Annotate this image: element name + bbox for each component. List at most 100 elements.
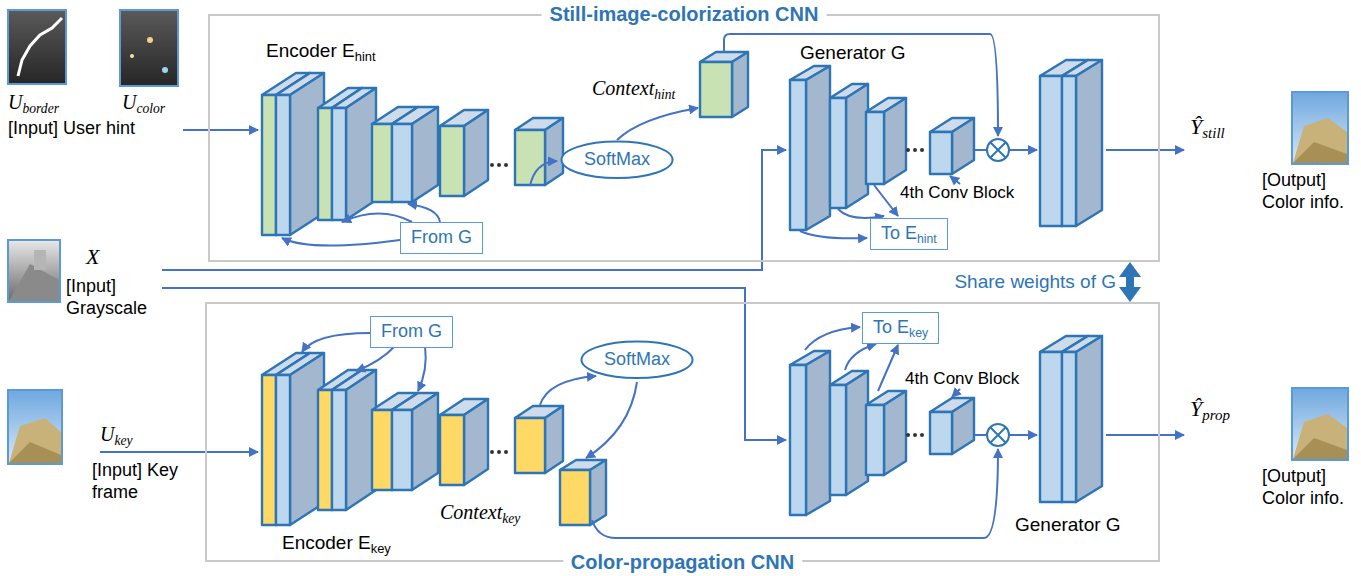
rect-shape <box>560 470 590 525</box>
layer-block <box>1062 336 1102 502</box>
polygon-shape <box>1076 60 1102 226</box>
polygon-shape <box>1076 336 1102 502</box>
rect-shape <box>1292 388 1348 460</box>
feedback-box: To Ehint <box>870 218 948 250</box>
math-symbol: Ucolor <box>122 90 165 114</box>
path-shape <box>592 449 998 538</box>
rect-shape <box>930 132 952 174</box>
circle-shape <box>162 67 168 73</box>
g-shape <box>490 148 924 454</box>
math-symbol: Contexthint <box>592 76 675 100</box>
rect-shape <box>440 415 464 485</box>
panel-title: Still-image-colorization CNN <box>542 2 827 26</box>
layer-block <box>700 52 748 117</box>
g-shape <box>100 34 1184 538</box>
subscript: hint <box>654 87 675 102</box>
path-shape <box>183 129 258 131</box>
path-shape <box>952 389 960 397</box>
circle-shape <box>504 450 508 454</box>
rect-shape <box>276 375 290 525</box>
ellipse-shape <box>582 342 693 379</box>
polygon-shape <box>1293 414 1347 459</box>
layer-block <box>440 110 488 196</box>
rect-shape <box>8 240 60 302</box>
path-shape <box>302 333 370 352</box>
polygon-shape <box>545 118 563 185</box>
circle-shape <box>913 433 917 437</box>
layer-block <box>790 351 830 515</box>
math-symbol: Contextkey <box>440 500 520 524</box>
circle-shape <box>913 148 917 152</box>
path-shape <box>990 427 1006 443</box>
annotation-text: Encoder Ekey <box>282 532 391 555</box>
rect-shape <box>392 410 412 490</box>
path-shape <box>1010 149 1037 151</box>
path-shape <box>100 451 258 453</box>
path-shape <box>724 34 998 136</box>
layer-block <box>930 398 974 454</box>
polygon-shape <box>846 84 868 208</box>
circle-shape <box>490 450 494 454</box>
rect-shape <box>1040 76 1062 226</box>
rect-shape <box>866 112 884 184</box>
annotation-text: 4th Conv Block <box>905 369 1019 389</box>
rect-shape <box>440 126 464 196</box>
math-symbol: X <box>86 244 99 270</box>
polygon-shape <box>1293 142 1347 163</box>
circle-shape <box>497 163 501 167</box>
rect-shape <box>790 80 806 230</box>
feedback-box: To Ekey <box>862 312 939 344</box>
polygon-shape <box>412 107 438 202</box>
path-shape <box>878 345 898 391</box>
path-shape <box>874 185 898 216</box>
annotation-text: Encoder Ehint <box>266 40 376 63</box>
rect-shape <box>120 10 178 86</box>
softmax-ellipse: SoftMax <box>560 140 674 180</box>
path-shape <box>950 176 960 184</box>
subscript: key <box>909 326 928 340</box>
softmax-ellipse: SoftMax <box>580 340 694 380</box>
rect-shape <box>318 108 332 220</box>
circle-shape <box>920 433 924 437</box>
circle-shape <box>920 148 924 152</box>
annotation-text: [Input] User hint <box>8 118 135 140</box>
path-shape <box>282 238 400 246</box>
polygon-shape <box>1293 438 1347 459</box>
weight-sharing-arrow <box>1119 262 1141 302</box>
annotation-text: [Output] Color info. <box>1262 170 1358 213</box>
arrow-head <box>1119 262 1141 277</box>
subscript: key <box>371 541 391 556</box>
box-label: From G <box>381 321 442 343</box>
layer-block <box>515 118 563 185</box>
math-symbol: Ŷprop <box>1190 396 1230 422</box>
polygon-shape <box>732 52 748 117</box>
circle-shape <box>504 163 508 167</box>
circle-shape <box>147 37 153 43</box>
rect-shape <box>1040 352 1062 502</box>
annotation-text: [Output] Color info. <box>1262 466 1358 509</box>
polygon-shape <box>884 391 906 475</box>
rect-shape <box>332 108 346 220</box>
g-shape <box>8 10 1348 464</box>
rect-shape <box>392 124 412 202</box>
annotation-text: [Input] Key frame <box>92 460 192 503</box>
path-shape <box>530 161 557 186</box>
panel-title: Color-propagation CNN <box>563 550 802 574</box>
layer-block <box>790 66 830 230</box>
polygon-shape <box>806 351 830 515</box>
box-label: To Ekey <box>873 317 928 339</box>
feedback-box: From G <box>400 222 483 254</box>
layer-block <box>332 88 376 220</box>
rect-shape <box>515 130 545 185</box>
ellipse-shape <box>562 142 673 179</box>
box-label: From G <box>411 227 472 249</box>
layer-block <box>392 107 438 202</box>
path-shape <box>975 149 986 151</box>
circle-shape <box>987 424 1009 446</box>
rect-shape <box>262 95 276 235</box>
rect-shape <box>1292 92 1348 164</box>
circle-shape <box>490 163 494 167</box>
polygon-shape <box>412 393 438 490</box>
